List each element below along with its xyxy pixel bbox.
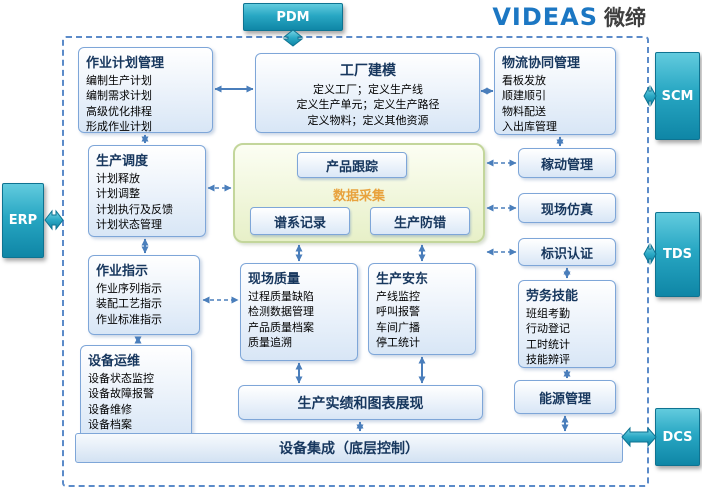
- node-erp: ERP: [2, 183, 44, 258]
- node-item: 行动登记: [526, 322, 570, 336]
- node-item: 高级优化排程: [86, 104, 152, 118]
- node-title: 产品跟踪: [325, 159, 378, 175]
- node-report: 生产实绩和图表展现: [238, 385, 483, 420]
- node-energy: 能源管理: [514, 380, 616, 414]
- node-item: 作业序列指示: [96, 282, 162, 295]
- node-title: 物流协同管理: [502, 56, 581, 71]
- node-title: 生产实绩和图表展现: [297, 395, 424, 412]
- node-integration-bar: 设备集成（底层控制）: [75, 433, 623, 463]
- node-item: 计划状态管理: [96, 218, 162, 232]
- node-identification: 标识认证: [518, 238, 616, 266]
- node-item: 停工统计: [376, 336, 420, 350]
- node-item: 设备档案: [88, 418, 132, 432]
- node-title: 生产安东: [376, 272, 429, 287]
- node-title: 设备运维: [88, 354, 141, 369]
- node-item: 产线监控: [376, 290, 420, 303]
- node-item: 工时统计: [526, 337, 570, 351]
- node-scm-label: SCM: [661, 88, 694, 104]
- node-oee: 稼动管理: [518, 148, 616, 178]
- node-item: 顺建顺引: [502, 89, 546, 103]
- node-item: 质量追溯: [248, 336, 292, 350]
- node-item: 定义工厂；定义生产线: [313, 83, 423, 96]
- node-item: 计划调整: [96, 187, 140, 201]
- node-title: 工厂建模: [340, 63, 396, 79]
- node-item: 编制需求计划: [86, 89, 152, 103]
- node-item: 计划执行及反馈: [96, 202, 173, 216]
- node-item: 过程质量缺陷: [248, 290, 314, 303]
- node-title: 标识认证: [540, 246, 593, 262]
- node-error-proofing: 生产防错: [370, 207, 470, 235]
- node-item: 车间广播: [376, 320, 420, 334]
- node-scm: SCM: [655, 52, 700, 140]
- node-genealogy: 谱系记录: [250, 207, 350, 235]
- node-title: 劳务技能: [526, 289, 579, 304]
- node-pdm: PDM: [243, 3, 343, 31]
- node-item: 入出库管理: [502, 120, 557, 134]
- node-title: 作业指示: [96, 264, 149, 279]
- node-tds-label: TDS: [662, 247, 693, 262]
- node-quality: 现场质量 过程质量缺陷 检测数据管理 产品质量档案 质量追溯: [240, 263, 358, 361]
- node-andon: 生产安东 产线监控 呼叫报警 车间广播 停工统计: [368, 263, 476, 355]
- brand-logo-text: VIDEAS: [492, 3, 598, 31]
- node-item: 装配工艺指示: [96, 297, 162, 311]
- node-item: 定义物料；定义其他资源: [307, 113, 429, 127]
- node-title: 谱系记录: [273, 215, 326, 231]
- node-title: 生产防错: [393, 215, 446, 231]
- node-title: 稼动管理: [540, 157, 593, 173]
- node-item: 计划释放: [96, 172, 140, 185]
- node-dcs: DCS: [655, 408, 700, 466]
- node-dcs-label: DCS: [662, 429, 693, 445]
- brand-logo: VIDEAS 微缔: [408, 2, 646, 32]
- node-product-tracking: 产品跟踪: [297, 152, 407, 178]
- node-title: 现场质量: [248, 272, 301, 287]
- data-collect-label: 数据采集: [332, 189, 385, 204]
- node-item: 呼叫报警: [376, 305, 420, 319]
- node-erp-label: ERP: [8, 213, 38, 228]
- node-pdm-label: PDM: [276, 9, 310, 25]
- node-labor: 劳务技能 班组考勤 行动登记 工时统计 技能辨评: [518, 280, 616, 368]
- node-item: 设备状态监控: [88, 372, 154, 385]
- node-logistics: 物流协同管理 看板发放 顺建顺引 物料配送 入出库管理: [494, 47, 616, 135]
- node-tds: TDS: [655, 212, 700, 297]
- node-item: 看板发放: [502, 74, 546, 87]
- node-item: 定义生产单元；定义生产路径: [296, 98, 440, 112]
- brand-logo-cn: 微缔: [604, 6, 646, 30]
- node-title: 生产调度: [96, 154, 149, 169]
- node-item: 检测数据管理: [248, 305, 314, 319]
- node-title: 作业计划管理: [86, 56, 165, 71]
- node-item: 班组考勤: [526, 307, 570, 320]
- node-item: 形成作业计划: [86, 120, 152, 134]
- node-data-collect-group: 产品跟踪 数据采集 谱系记录 生产防错: [233, 143, 485, 243]
- node-title: 现场仿真: [540, 202, 593, 218]
- node-work-instruction: 作业指示 作业序列指示 装配工艺指示 作业标准指示: [88, 255, 200, 335]
- node-item: 编制生产计划: [86, 74, 152, 87]
- node-factory-model: 工厂建模 定义工厂；定义生产线 定义生产单元；定义生产路径 定义物料；定义其他资…: [255, 53, 480, 133]
- node-item: 产品质量档案: [248, 320, 314, 334]
- node-title: 能源管理: [538, 391, 591, 407]
- node-item: 设备故障报警: [88, 387, 154, 401]
- node-item: 技能辨评: [526, 353, 570, 367]
- node-item: 作业标准指示: [96, 312, 162, 326]
- node-equipment: 设备运维 设备状态监控 设备故障报警 设备维修 设备档案: [80, 345, 192, 440]
- node-title: 设备集成（底层控制）: [279, 441, 419, 457]
- block-arrow-erp: [44, 209, 64, 231]
- node-item: 物料配送: [502, 104, 546, 118]
- node-dispatch: 生产调度 计划释放 计划调整 计划执行及反馈 计划状态管理: [88, 145, 206, 237]
- node-job-plan: 作业计划管理 编制生产计划 编制需求计划 高级优化排程 形成作业计划: [78, 47, 213, 133]
- node-simulation: 现场仿真: [518, 193, 616, 223]
- node-item: 设备维修: [88, 402, 132, 416]
